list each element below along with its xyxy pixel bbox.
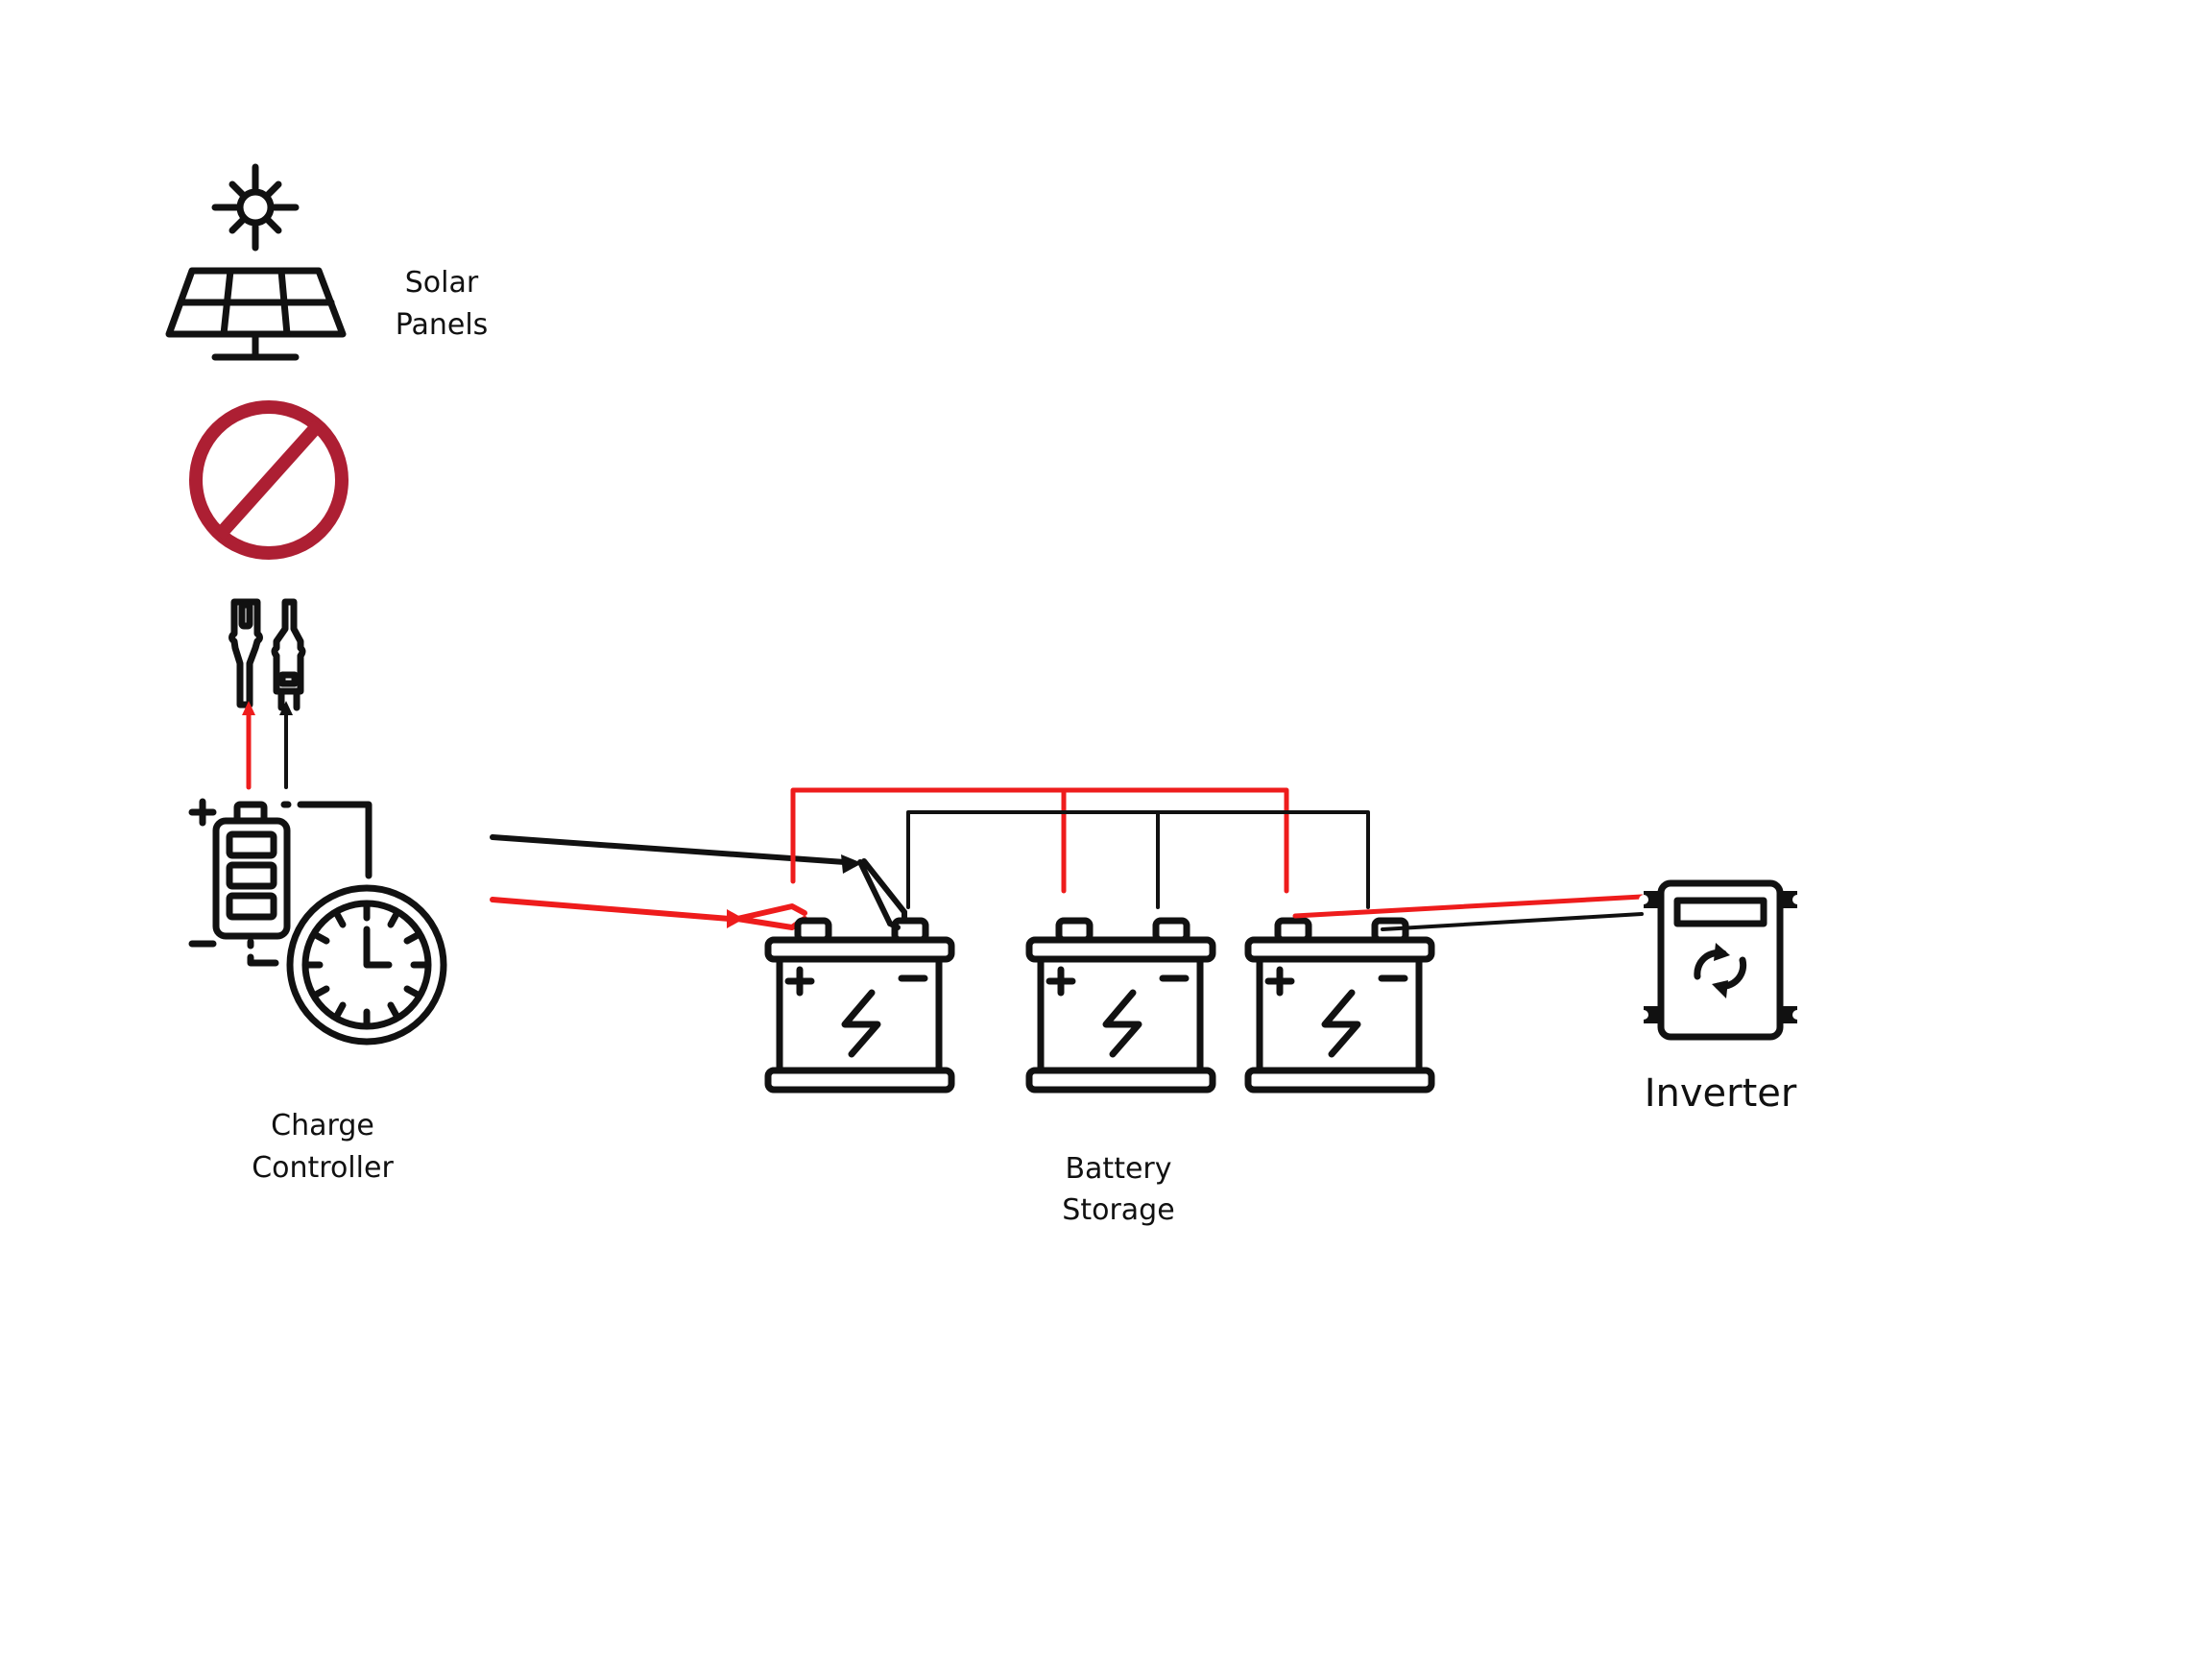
charge-controller-label-line2: Controller <box>252 1151 394 1185</box>
positive-bus-wire <box>790 787 1289 894</box>
battery-1 <box>764 917 955 1094</box>
battery-to-inverter-wires <box>1292 894 1645 931</box>
prohibition-sign-icon <box>189 400 349 560</box>
sun-icon <box>211 163 300 252</box>
refresh-cycle-icon <box>1694 943 1747 998</box>
solar-panels-label-line2: Panels <box>396 308 489 342</box>
solar-panel-icon <box>165 267 347 361</box>
battery-3 <box>1244 917 1435 1094</box>
inverter-negative-wire <box>1381 912 1644 931</box>
lightning-bolt-icon <box>1321 989 1361 1058</box>
controller-to-battery-wires <box>490 834 907 930</box>
connector-positive-arrow-icon <box>242 701 255 715</box>
plus-sign-icon <box>188 798 217 827</box>
battery-storage-group: Battery Storage <box>764 917 1435 1227</box>
inverter-icon: Inverter <box>1639 879 1802 1116</box>
negative-bus-wire <box>906 810 1370 909</box>
solar-panels-label-line1: Solar <box>405 266 479 300</box>
solar-panel-group: Solar Panels <box>165 163 489 361</box>
inverter-mount-tabs <box>1639 891 1802 1023</box>
battery-2 <box>1025 917 1216 1094</box>
clock-icon <box>286 884 447 1046</box>
inverter-label: Inverter <box>1645 1071 1797 1116</box>
negative-clamp-icon <box>857 858 907 930</box>
connector-wires <box>242 701 293 790</box>
male-connector-icon <box>271 598 306 711</box>
bracket-bottom-left <box>247 953 279 967</box>
bracket-top-right <box>297 801 373 879</box>
charge-controller-icon: Charge Controller <box>188 798 447 1185</box>
battery-level-icon <box>212 801 291 940</box>
mc4-connector-pair-icon <box>228 598 306 711</box>
battery-storage-label-line2: Storage <box>1062 1193 1174 1227</box>
parallel-bus-wiring <box>790 787 1370 909</box>
controller-negative-wire <box>490 834 848 865</box>
inverter-positive-wire <box>1292 894 1645 919</box>
lightning-bolt-icon <box>841 989 881 1058</box>
charge-controller-label-line1: Charge <box>271 1109 374 1142</box>
negative-clamp-arrow-icon <box>841 854 862 874</box>
controller-positive-wire <box>490 897 733 922</box>
female-connector-icon <box>228 598 263 709</box>
battery-storage-label-line1: Battery <box>1065 1152 1171 1186</box>
lightning-bolt-icon <box>1102 989 1142 1058</box>
positive-clamp-icon <box>734 903 807 930</box>
connector-negative-arrow-icon <box>279 701 293 715</box>
